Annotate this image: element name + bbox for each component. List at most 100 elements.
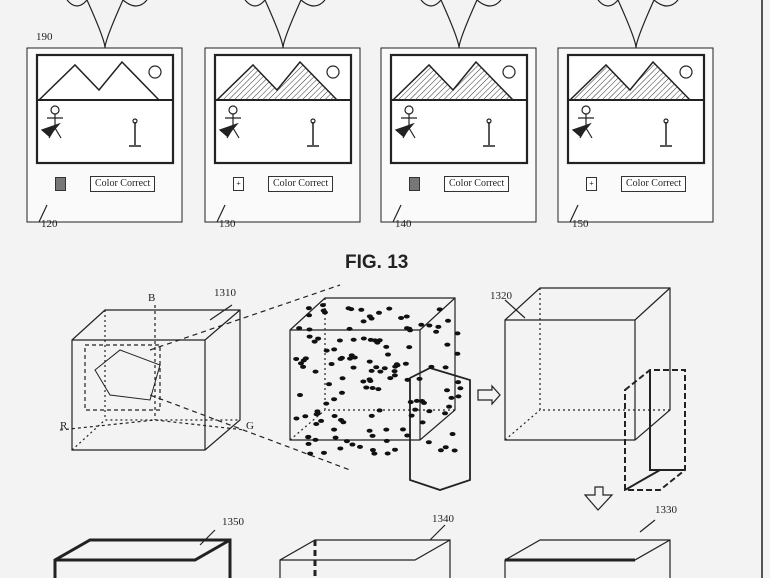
data-dot [376,408,383,413]
data-dot [391,373,398,378]
leader-lines [199,299,656,546]
color-correct-button[interactable]: Color Correct [268,176,334,192]
color-swatch[interactable]: + [233,177,244,191]
ref-1310: 1310 [214,287,236,299]
data-dot [323,401,330,406]
data-dot [383,438,390,443]
ref-1330: 1330 [655,504,677,516]
data-dot [426,409,433,414]
color-correct-button[interactable]: Color Correct [90,176,156,192]
color-swatch[interactable] [409,177,420,191]
data-dot [451,448,458,453]
data-dot [444,342,451,347]
panel-ref: 120 [41,218,58,230]
data-dot [297,361,304,366]
data-dot [366,377,373,382]
color-correct-button[interactable]: Color Correct [444,176,510,192]
data-dot [293,416,300,421]
panel-120 [26,0,183,222]
data-dot [404,433,411,438]
data-dot [348,307,355,312]
data-dot [346,326,353,331]
color-swatch[interactable] [55,177,66,191]
data-dot [426,323,433,328]
data-dot [419,399,426,404]
data-dot [374,340,381,345]
color-swatch[interactable]: + [586,177,597,191]
data-dot [320,308,327,313]
data-dot [398,315,405,320]
data-dot [296,326,303,331]
data-dot [368,413,375,418]
data-dot [339,376,346,381]
data-dot [403,314,410,319]
data-dot [371,451,378,456]
data-dot [445,318,452,323]
data-dot [377,369,384,374]
data-dot [319,303,326,308]
data-dot [425,440,432,445]
data-dot [442,365,449,370]
data-dot [347,356,354,361]
data-dot [369,386,376,391]
data-dot [306,334,313,339]
data-dot [413,398,420,403]
panel-150 [557,0,714,222]
data-dot [360,336,367,341]
data-dot [337,417,344,422]
data-dot [416,376,423,381]
data-dot [331,413,338,418]
panel-ref: 130 [219,218,236,230]
data-dot [312,437,319,442]
data-dot [433,329,440,334]
ref-190: 190 [36,31,53,43]
panel-130 [204,0,361,222]
data-dot [302,414,309,419]
data-dot [412,407,419,412]
data-dot [455,380,462,385]
data-dot [320,450,327,455]
data-dot [348,353,355,358]
data-dot [360,379,367,384]
data-dot [314,409,321,414]
color-correct-button[interactable]: Color Correct [621,176,687,192]
data-dot [446,404,453,409]
data-dot [444,388,451,393]
axis-r-label: R [60,420,68,432]
data-dot [350,365,357,370]
data-dot [305,435,312,440]
data-dot [300,364,307,369]
data-dot [393,362,400,367]
data-dot [366,359,373,364]
data-dot [419,420,426,425]
data-dot [454,331,461,336]
data-dot [392,447,399,452]
data-dot [331,427,338,432]
data-dot [305,441,312,446]
data-dot [293,356,300,361]
data-dot [454,351,461,356]
data-dot [326,382,333,387]
data-dot [391,369,398,374]
data-dot [368,368,375,373]
data-dot [313,421,320,426]
data-dot [305,306,312,311]
data-dot [442,445,449,450]
data-dot [455,394,462,399]
cube-1320 [504,287,686,511]
data-dot [406,345,413,350]
axis-b-label: B [148,292,156,304]
data-dot [383,427,390,432]
data-dot [369,433,376,438]
data-dot [384,352,391,357]
data-dot [311,339,318,344]
ref-1320: 1320 [490,290,512,302]
data-dot [399,427,406,432]
data-dot [369,448,376,453]
data-dot [315,336,322,341]
data-dot [337,446,344,451]
data-dot [343,439,350,444]
data-dot [356,444,363,449]
data-dot [407,400,414,405]
